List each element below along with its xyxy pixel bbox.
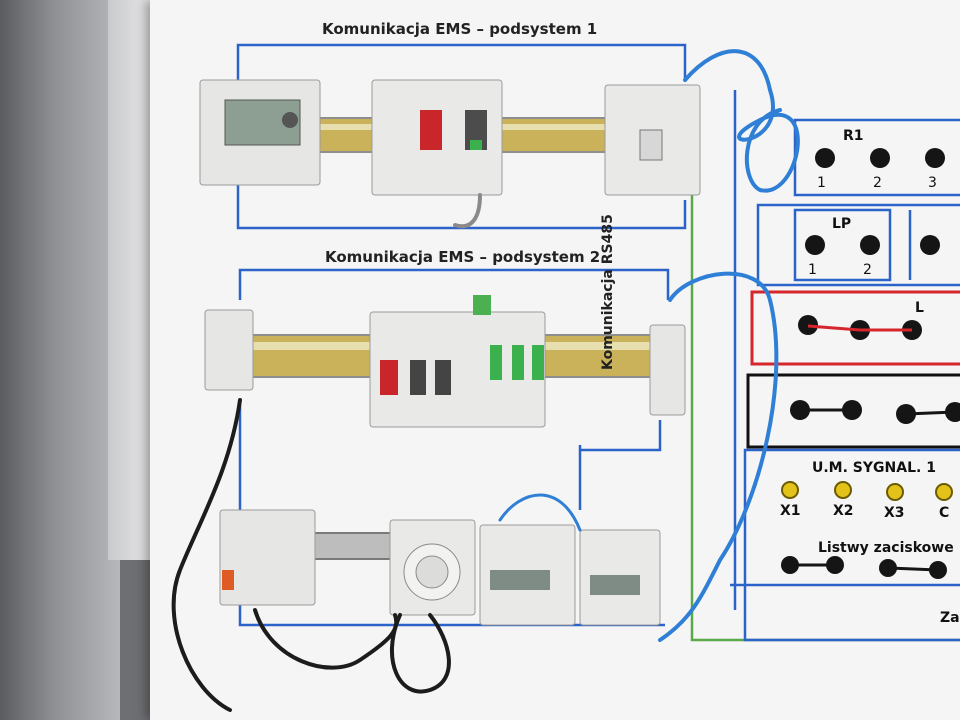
bus-lines: [236, 43, 687, 627]
cables: [171, 49, 800, 712]
um-signal-label: U.M. SYGNAL. 1: [812, 460, 936, 476]
background-pillar: [108, 0, 156, 560]
l-bridges: [807, 324, 912, 332]
terminal-x3: X3: [884, 505, 905, 521]
lp-number-2: 2: [863, 262, 872, 278]
r1-number-2: 2: [873, 175, 882, 191]
row3-devices: [219, 509, 661, 626]
terminal-c: C: [939, 505, 950, 521]
n-bridges: [790, 408, 956, 572]
listwy-label: Listwy zaciskowe: [818, 540, 954, 556]
lp-number-1: 1: [808, 262, 817, 278]
socket-frames: [730, 90, 960, 642]
lp-label: LP: [832, 216, 852, 232]
signal-terminals: [781, 481, 953, 501]
row2-devices: [204, 295, 686, 428]
r1-number-1: 1: [817, 175, 826, 191]
terminal-x1: X1: [780, 503, 801, 519]
subsystem-1-title: Komunikacja EMS – podsystem 1: [322, 20, 598, 38]
l-label: L: [915, 300, 924, 316]
n-section-frame: [746, 373, 960, 449]
rs485-label: Komunikacja RS485: [600, 214, 616, 370]
r1-label: R1: [843, 128, 864, 144]
corner-label: Za: [940, 610, 960, 626]
sockets: [781, 148, 960, 579]
terminal-x2: X2: [833, 503, 854, 519]
r1-number-3: 3: [928, 175, 937, 191]
row1-devices: [199, 79, 701, 196]
background-wall: [0, 0, 120, 720]
l-section-frame: [750, 290, 960, 366]
subsystem-2-title: Komunikacja EMS – podsystem 2: [325, 248, 601, 266]
